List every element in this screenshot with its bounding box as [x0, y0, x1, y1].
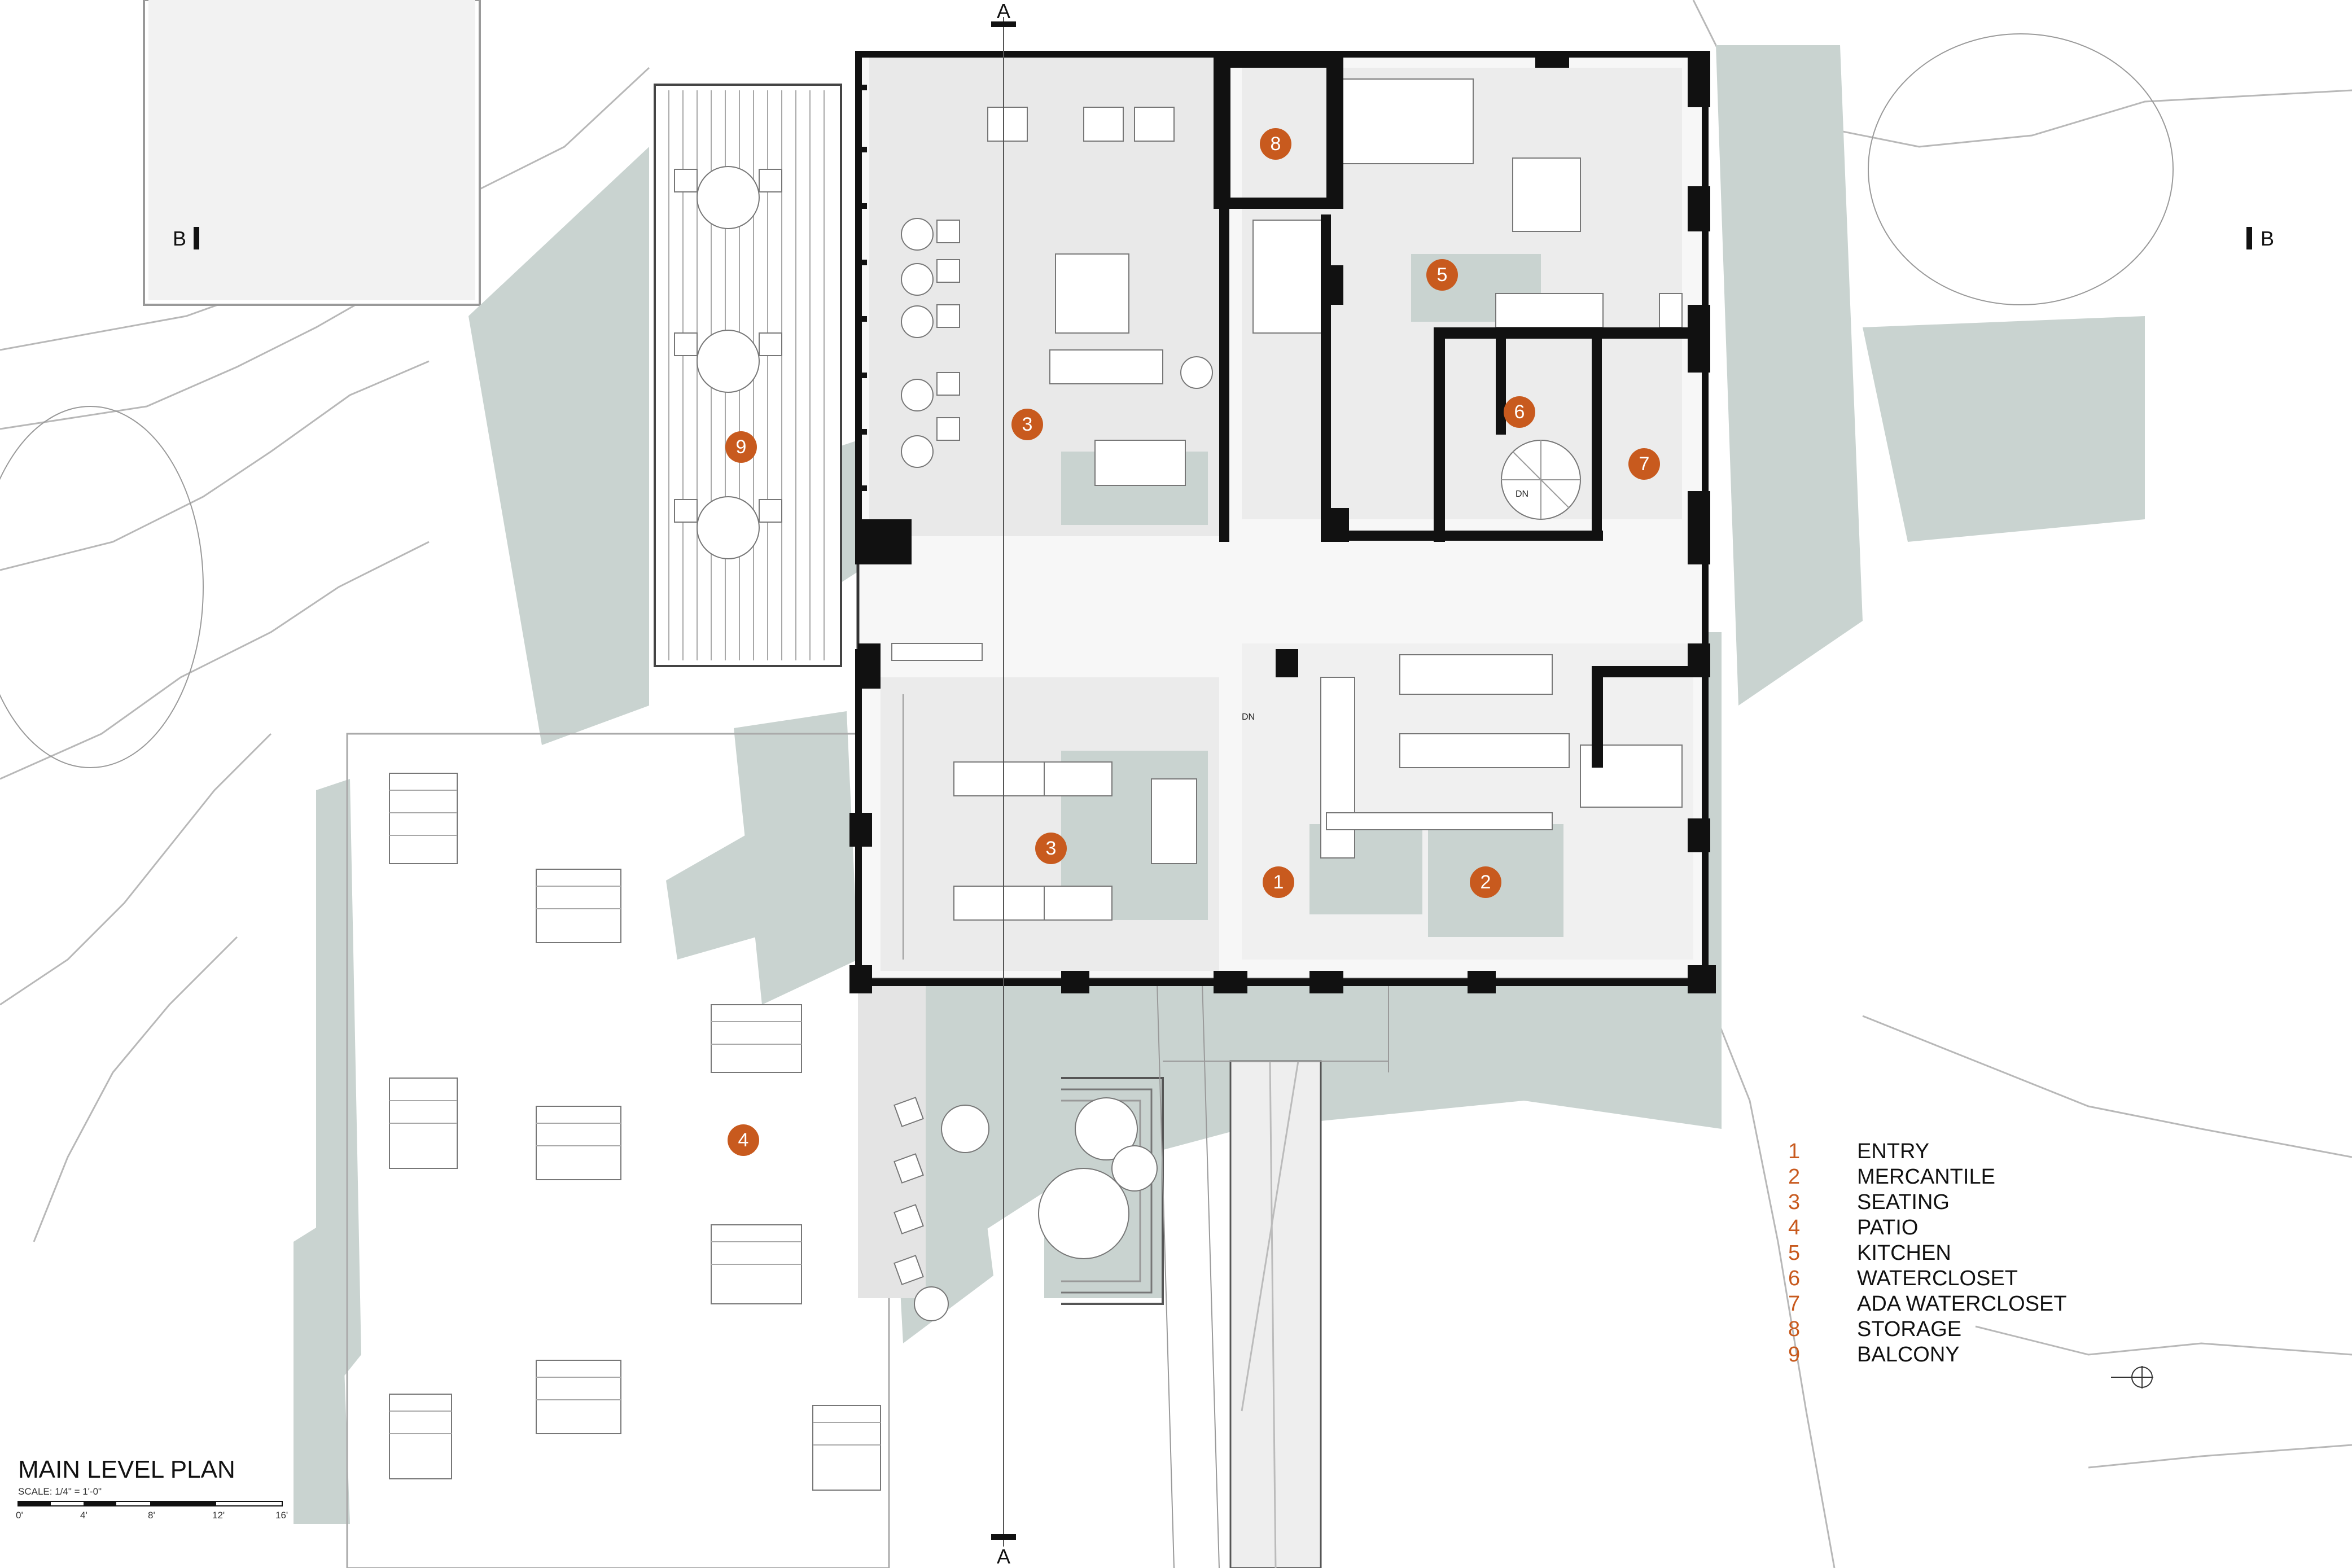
room-marker: 1 — [1263, 866, 1294, 898]
scale-tick: 12' — [212, 1510, 225, 1521]
room-marker: 8 — [1260, 128, 1291, 160]
room-legend: 1 ENTRY 2 MERCANTILE 3 SEATING 4 PATIO 5… — [1788, 1140, 2067, 1366]
legend-label: WATERCLOSET — [1857, 1267, 2018, 1290]
svg-text:8: 8 — [1271, 133, 1281, 155]
picnic-table — [389, 1078, 458, 1169]
svg-text:1: 1 — [1273, 871, 1284, 893]
svg-text:6: 6 — [1514, 401, 1525, 423]
scale-tick: 8' — [148, 1510, 155, 1521]
room-marker: 7 — [1628, 448, 1660, 480]
room-marker: 3 — [1011, 409, 1043, 440]
room-marker: 9 — [725, 431, 757, 463]
stair-down-label: DN — [1242, 712, 1255, 722]
legend-number: 2 — [1788, 1165, 1800, 1189]
picnic-table — [536, 869, 621, 943]
section-line-a: A A — [991, 0, 1016, 1568]
picnic-table — [812, 1405, 881, 1491]
picnic-table — [536, 1106, 621, 1180]
picnic-table — [389, 773, 458, 864]
room-marker: 5 — [1426, 259, 1458, 291]
spiral-stair — [1501, 440, 1581, 520]
room-marker: 3 — [1035, 833, 1067, 864]
legend-number: 3 — [1788, 1190, 1800, 1214]
room-marker: 6 — [1504, 396, 1535, 428]
legend-label: ADA WATERCLOSET — [1857, 1292, 2067, 1316]
legend-number: 6 — [1788, 1267, 1800, 1290]
west-facade-mullions — [857, 85, 867, 491]
legend-label: SEATING — [1857, 1190, 1950, 1214]
legend-number: 9 — [1788, 1343, 1800, 1366]
picnic-table — [536, 1360, 621, 1434]
scale-tick: 0' — [16, 1510, 23, 1521]
mercantile-counters — [1320, 654, 1683, 859]
legend-number: 5 — [1788, 1241, 1800, 1265]
patio-area — [346, 733, 1164, 1568]
room-marker: 2 — [1470, 866, 1501, 898]
section-a-bottom-label: A — [997, 1545, 1010, 1568]
picnic-table — [711, 1224, 802, 1304]
north-arrow-icon — [2111, 1366, 2153, 1389]
section-a-top-label: A — [997, 0, 1010, 23]
kitchen-equipment — [1252, 78, 1683, 334]
section-b-right-label: B — [2261, 227, 2274, 250]
scale-label: SCALE: 1/4" = 1'-0" — [18, 1486, 102, 1497]
svg-text:3: 3 — [1022, 414, 1033, 435]
seating-furniture-south — [891, 643, 1197, 960]
spiral-stair-down-label: DN — [1516, 489, 1528, 499]
legend-number: 7 — [1788, 1292, 1800, 1316]
legend-label: ENTRY — [1857, 1140, 1929, 1163]
plan-title-block: MAIN LEVEL PLAN SCALE: 1/4" = 1'-0" 0' 4… — [16, 1456, 288, 1521]
balcony-deck — [654, 84, 842, 667]
svg-text:2: 2 — [1481, 871, 1491, 893]
legend-number: 4 — [1788, 1216, 1800, 1239]
picnic-table — [389, 1394, 452, 1479]
section-line-b: B B — [173, 227, 2274, 250]
planter-steps — [1038, 1077, 1164, 1305]
svg-text:5: 5 — [1437, 264, 1448, 286]
legend-label: MERCANTILE — [1857, 1165, 1995, 1189]
legend-label: BALCONY — [1857, 1343, 1960, 1366]
walls — [849, 51, 1716, 993]
picnic-table — [711, 1004, 802, 1073]
svg-text:4: 4 — [738, 1129, 749, 1151]
svg-text:9: 9 — [736, 436, 747, 458]
legend-number: 8 — [1788, 1317, 1800, 1341]
svg-text:7: 7 — [1639, 453, 1650, 475]
plan-title: MAIN LEVEL PLAN — [18, 1456, 235, 1483]
section-b-left-label: B — [173, 227, 186, 250]
legend-label: STORAGE — [1857, 1317, 1961, 1341]
legend-label: PATIO — [1857, 1216, 1918, 1239]
legend-label: KITCHEN — [1857, 1241, 1951, 1265]
building — [849, 51, 1716, 993]
legend-number: 1 — [1788, 1140, 1800, 1163]
scale-tick: 4' — [80, 1510, 87, 1521]
svg-text:3: 3 — [1046, 838, 1057, 859]
bistro-chairs — [894, 1097, 989, 1321]
scale-bar-icon — [17, 1501, 283, 1506]
seating-furniture-north — [901, 107, 1213, 486]
scale-tick: 16' — [275, 1510, 288, 1521]
room-marker: 4 — [728, 1124, 759, 1156]
